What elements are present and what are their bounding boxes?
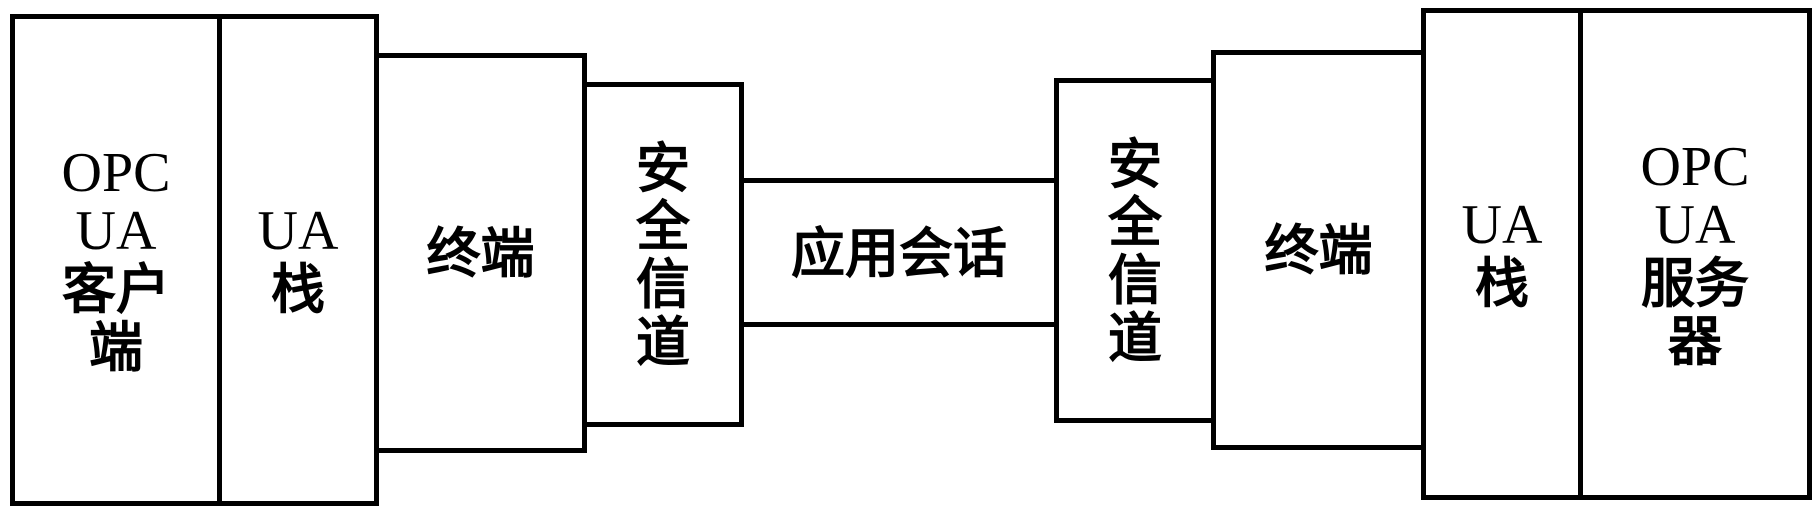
- opc-ua-client-box: OPC UA 客户 端: [10, 14, 222, 506]
- server-secure-channel-label: 安 全 信 道: [1108, 131, 1162, 370]
- client-secure-channel-label: 安 全 信 道: [636, 135, 690, 374]
- server-secure-channel-box: 安 全 信 道: [1054, 78, 1216, 423]
- client-secure-channel-box: 安 全 信 道: [582, 82, 744, 427]
- client-ua-stack-label: UA 栈: [257, 200, 339, 321]
- opc-ua-client-label: OPC UA 客户 端: [61, 142, 171, 379]
- opc-ua-server-box: OPC UA 服务 器: [1578, 8, 1812, 500]
- application-session-label: 应用会话: [791, 220, 1007, 285]
- server-ua-stack-label: UA 栈: [1461, 194, 1543, 315]
- server-terminal-label: 终端: [1264, 218, 1373, 282]
- server-ua-stack-box: UA 栈: [1421, 8, 1583, 500]
- server-terminal-box: 终端: [1211, 50, 1426, 450]
- client-ua-stack-box: UA 栈: [217, 14, 379, 506]
- client-terminal-label: 终端: [426, 221, 535, 285]
- client-terminal-box: 终端: [374, 53, 587, 453]
- opc-ua-server-label: OPC UA 服务 器: [1640, 136, 1750, 373]
- application-session-box: 应用会话: [739, 178, 1059, 327]
